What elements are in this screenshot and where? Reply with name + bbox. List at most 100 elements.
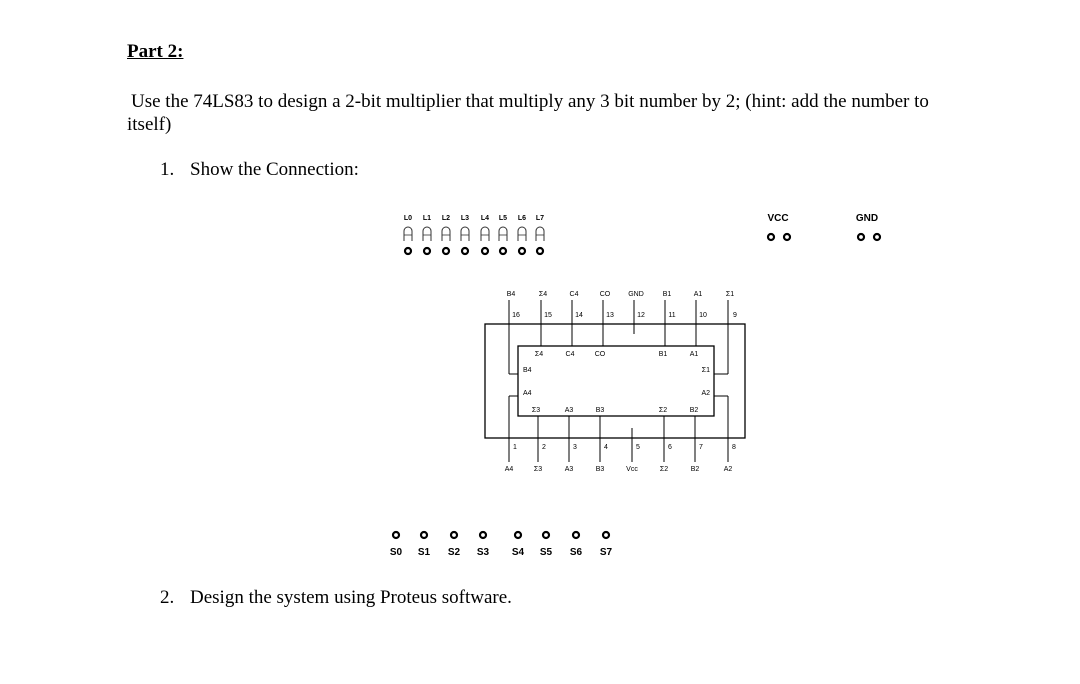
pin-16: B4 16 [507, 291, 520, 324]
pin-3: 3A3 [565, 438, 577, 473]
switch-label: S0 [390, 547, 403, 558]
pin-9: Σ19 [726, 291, 737, 324]
vcc-label: VCC [767, 213, 788, 224]
pin-name-gnd: GND [628, 291, 644, 298]
switch-terminal [449, 530, 459, 540]
switch-s5: S5 [540, 530, 553, 558]
inner-label-co: CO [595, 351, 606, 358]
led-icon [517, 226, 527, 241]
switch-s1: S1 [418, 530, 431, 558]
led-terminal [535, 246, 545, 256]
switch-terminal [478, 530, 488, 540]
gnd-terminal: GND [856, 213, 882, 242]
pin-name-b2: B2 [691, 466, 700, 473]
switch-s3: S3 [477, 530, 490, 558]
led-icon [422, 226, 432, 241]
switch-s4: S4 [512, 530, 525, 558]
switch-terminal [391, 530, 401, 540]
pin-1: 1A4 [505, 438, 517, 473]
vcc-terminal: VCC [766, 213, 792, 242]
pin-number: 6 [668, 444, 672, 451]
pin-number: 7 [699, 444, 703, 451]
chip-body [484, 323, 746, 439]
intro-paragraph: Use the 74LS83 to design a 2-bit multipl… [127, 91, 929, 135]
pin-7: 7B2 [691, 438, 703, 473]
switch-terminal [571, 530, 581, 540]
pin-8: 8A2 [724, 438, 736, 473]
chip-inner-block [517, 345, 715, 417]
inner-label-b3: B3 [596, 407, 605, 414]
led-label: L0 [404, 215, 412, 222]
step-2-number: 2. [160, 587, 175, 608]
led-icon [403, 226, 413, 241]
led-l5: L5 [498, 215, 508, 256]
pin-name-3: Σ3 [534, 466, 542, 473]
led-label: L4 [481, 215, 489, 222]
step-1-number: 1. [160, 159, 175, 180]
switch-label: S6 [570, 547, 583, 558]
part-heading: Part 2: [127, 41, 184, 62]
led-label: L1 [423, 215, 431, 222]
step-1-text: Show the Connection: [190, 159, 359, 180]
pin-name-a2: A2 [724, 466, 733, 473]
switch-s0: S0 [390, 530, 403, 558]
pin-name-co: CO [600, 291, 611, 298]
inner-label-4: Σ4 [535, 351, 543, 358]
gnd-pin-1 [856, 232, 866, 242]
pin-number: 9 [733, 312, 737, 319]
led-label: L6 [518, 215, 526, 222]
step-2-text: Design the system using Proteus software… [190, 587, 512, 608]
switch-label: S2 [448, 547, 461, 558]
gnd-label: GND [856, 213, 878, 224]
inner-label-a4: A4 [523, 390, 532, 397]
pin-12: GND 12 [628, 291, 645, 324]
led-l0: L0 [403, 215, 413, 256]
led-terminal [480, 246, 490, 256]
pin-number: 13 [606, 312, 614, 319]
led-l7: L7 [535, 215, 545, 256]
pin-number: 5 [636, 444, 640, 451]
led-l1: L1 [422, 215, 432, 256]
switch-label: S1 [418, 547, 431, 558]
led-label: L2 [442, 215, 450, 222]
switch-terminal [513, 530, 523, 540]
step-2: 2. Design the system using Proteus softwa… [160, 587, 512, 609]
inner-label-s1: Σ1 [702, 367, 710, 374]
pin-number: 16 [512, 312, 520, 319]
vcc-pin-2 [782, 232, 792, 242]
inner-label-b4: B4 [523, 367, 532, 374]
pin-number: 14 [575, 312, 583, 319]
pin-4: 4B3 [596, 438, 608, 473]
led-label: L5 [499, 215, 507, 222]
pin-name-4: Σ4 [539, 291, 547, 298]
led-terminal [441, 246, 451, 256]
pin-number: 12 [637, 312, 645, 319]
inner-label-a1: A1 [690, 351, 699, 358]
led-terminal [422, 246, 432, 256]
pin-name-a3: A3 [565, 466, 574, 473]
inner-label-c4: C4 [566, 351, 575, 358]
switch-label: S7 [600, 547, 613, 558]
switch-terminal [601, 530, 611, 540]
switch-terminal [419, 530, 429, 540]
pin-number: 15 [544, 312, 552, 319]
led-terminal [460, 246, 470, 256]
led-terminal [498, 246, 508, 256]
switch-label: S4 [512, 547, 525, 558]
inner-label-b1: B1 [659, 351, 668, 358]
pin-number: 11 [668, 312, 675, 319]
led-icon [535, 226, 545, 241]
inner-label-2: Σ2 [659, 407, 667, 414]
pin-name-b3: B3 [596, 466, 605, 473]
pin-6: 6Σ2 [660, 438, 672, 473]
pin-name-a4: A4 [505, 466, 514, 473]
gnd-pin-2 [872, 232, 882, 242]
pin-name-b4: B4 [507, 291, 516, 298]
